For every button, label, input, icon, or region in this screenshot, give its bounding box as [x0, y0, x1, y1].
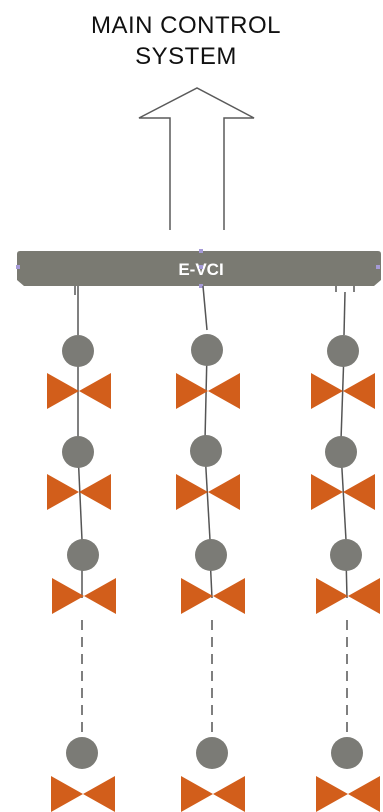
e-vci-bus-label: E-VCI [178, 260, 223, 279]
upward-arrow-icon [138, 87, 255, 230]
bowtie-valve-icon [47, 474, 111, 510]
bus-handle-right [376, 265, 380, 269]
actuator-node-icon [331, 737, 363, 769]
bowtie-valve-icon [176, 474, 240, 510]
actuator-node-icon [330, 539, 362, 571]
actuator-node-icon [190, 435, 222, 467]
main-control-system-title: MAIN CONTROL SYSTEM [0, 10, 372, 72]
bowtie-valve-icon [181, 578, 245, 614]
actuator-node-icon [66, 737, 98, 769]
connector-line [202, 285, 208, 331]
title-line-2: SYSTEM [135, 43, 237, 70]
bus-handle-top [199, 249, 203, 253]
connector-line [343, 291, 346, 336]
actuator-node-icon [191, 334, 223, 366]
bowtie-valve-icon [47, 373, 111, 409]
bowtie-valve-icon [176, 373, 240, 409]
valve-column-2 [176, 285, 245, 812]
actuator-node-icon [62, 436, 94, 468]
actuator-node-icon [67, 539, 99, 571]
bus-handle-mid [199, 265, 203, 269]
bowtie-valve-icon [316, 776, 380, 812]
valve-column-1 [47, 286, 116, 812]
bowtie-valve-icon [316, 578, 380, 614]
bowtie-valve-icon [311, 373, 375, 409]
actuator-node-icon [327, 335, 359, 367]
bus-handle-bottom [199, 284, 203, 288]
actuator-node-icon [195, 539, 227, 571]
e-vci-bus: E-VCI [16, 249, 381, 288]
valve-column-3 [311, 286, 380, 812]
bus-handle-left [16, 265, 20, 269]
bowtie-valve-icon [51, 776, 115, 812]
connector-line [204, 351, 208, 441]
actuator-node-icon [62, 335, 94, 367]
bowtie-valve-icon [311, 474, 375, 510]
bowtie-valve-icon [181, 776, 245, 812]
actuator-node-icon [325, 436, 357, 468]
bowtie-valve-icon [52, 578, 116, 614]
actuator-node-icon [196, 737, 228, 769]
title-line-1: MAIN CONTROL [90, 12, 281, 39]
